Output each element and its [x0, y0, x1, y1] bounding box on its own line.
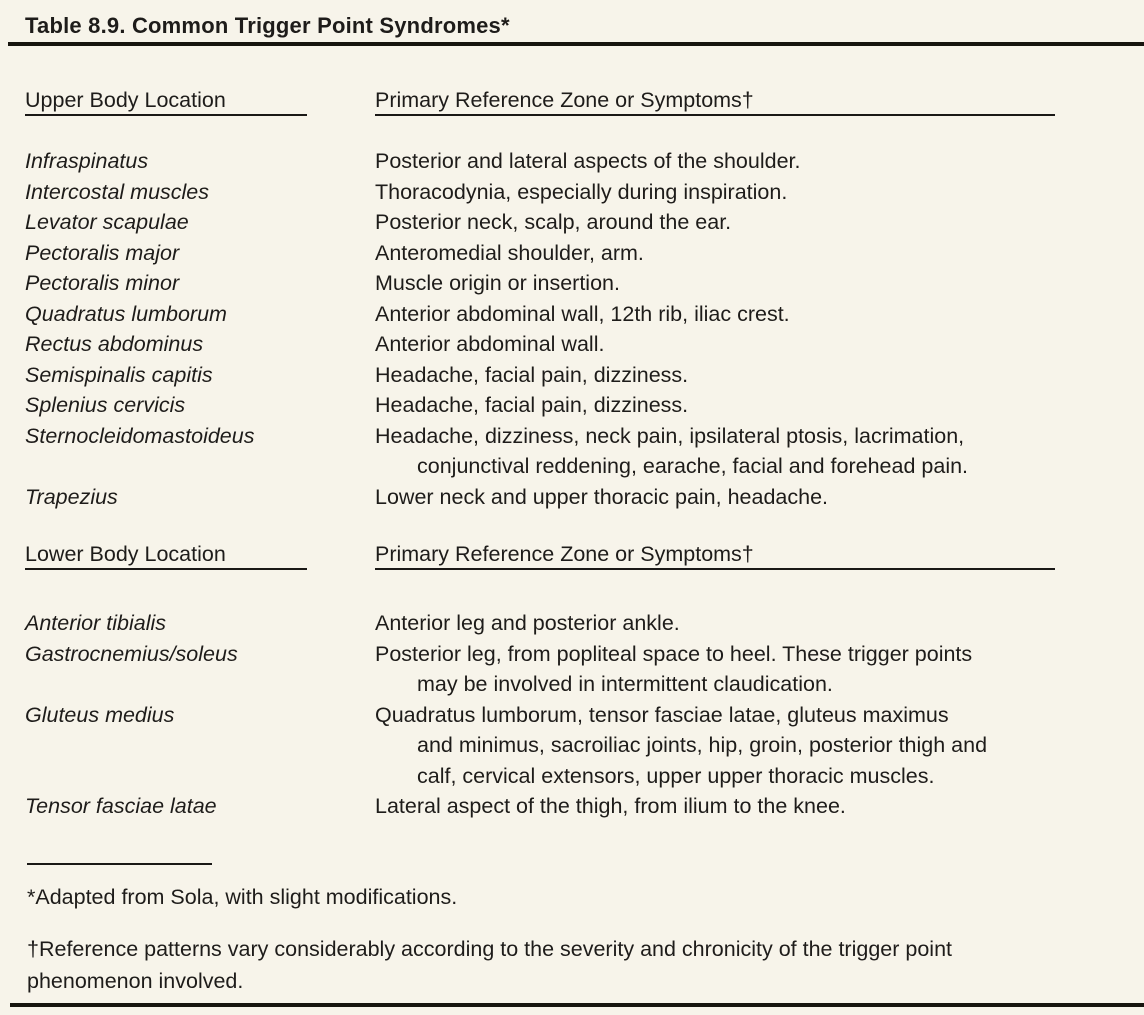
column-header-symptoms: Primary Reference Zone or Symptoms† — [375, 88, 1132, 117]
table-header-row: Lower Body Location Primary Reference Zo… — [25, 542, 1132, 571]
symptoms-cell: Anterior abdominal wall, 12th rib, iliac… — [375, 301, 790, 326]
symptoms-cell: Anterior leg and posterior ankle. — [375, 611, 680, 636]
table-row: Sternocleidomastoideus Headache, dizzine… — [25, 421, 1132, 482]
symptoms-cell: Anteromedial shoulder, arm. — [375, 240, 644, 265]
symptoms-cell: Headache, facial pain, dizziness. — [375, 362, 689, 387]
muscle-name-cell: Pectoralis major — [25, 240, 180, 265]
symptoms-cell: Lateral aspect of the thigh, from ilium … — [375, 794, 846, 819]
muscle-name-cell: Gluteus medius — [25, 702, 175, 727]
muscle-name-cell: Trapezius — [25, 484, 118, 509]
column-header-symptoms-label: Primary Reference Zone or Symptoms† — [375, 542, 1055, 571]
table-section-upper: Upper Body Location Primary Reference Zo… — [0, 88, 1144, 512]
title-top-rule — [8, 42, 1144, 47]
table-header-row: Upper Body Location Primary Reference Zo… — [25, 88, 1132, 117]
table-row: Intercostal muscles Thoracodynia, especi… — [25, 177, 1132, 208]
table-row: Quadratus lumborum Anterior abdominal wa… — [25, 299, 1132, 330]
symptoms-cell: Anterior abdominal wall. — [375, 332, 605, 357]
muscle-name-cell: Semispinalis capitis — [25, 362, 213, 387]
symptoms-cell: Posterior neck, scalp, around the ear. — [375, 210, 732, 235]
table-section-lower: Lower Body Location Primary Reference Zo… — [0, 542, 1144, 822]
symptoms-cell: Posterior leg, from popliteal space to h… — [375, 641, 973, 697]
symptoms-cell: Posterior and lateral aspects of the sho… — [375, 149, 801, 174]
table-rows: Infraspinatus Posterior and lateral aspe… — [25, 146, 1132, 512]
muscle-name-cell: Sternocleidomastoideus — [25, 423, 255, 448]
symptoms-cell: Thoracodynia, especially during inspirat… — [375, 179, 788, 204]
table-row: Gastrocnemius/soleus Posterior leg, from… — [25, 639, 1132, 700]
symptoms-cell: Headache, facial pain, dizziness. — [375, 393, 689, 418]
table-row: Pectoralis major Anteromedial shoulder, … — [25, 238, 1132, 269]
table-row: Semispinalis capitis Headache, facial pa… — [25, 360, 1132, 391]
column-header-symptoms: Primary Reference Zone or Symptoms† — [375, 542, 1132, 571]
muscle-name-cell: Gastrocnemius/soleus — [25, 641, 238, 666]
symptoms-cell: Quadratus lumborum, tensor fasciae latae… — [375, 702, 988, 788]
footnote-source: *Adapted from Sola, with slight modifica… — [27, 884, 458, 909]
table-row: Gluteus medius Quadratus lumborum, tenso… — [25, 700, 1132, 792]
muscle-name-cell: Levator scapulae — [25, 210, 189, 235]
muscle-name-cell: Pectoralis minor — [25, 271, 180, 296]
muscle-name-cell: Splenius cervicis — [25, 393, 186, 418]
table-row: Trapezius Lower neck and upper thoracic … — [25, 482, 1132, 513]
symptoms-cell: Lower neck and upper thoracic pain, head… — [375, 484, 829, 509]
table-row: Pectoralis minor Muscle origin or insert… — [25, 268, 1132, 299]
muscle-name-cell: Intercostal muscles — [25, 179, 210, 204]
table-row: Splenius cervicis Headache, facial pain,… — [25, 390, 1132, 421]
symptoms-cell: Muscle origin or insertion. — [375, 271, 620, 296]
table-row: Levator scapulae Posterior neck, scalp, … — [25, 207, 1132, 238]
table-bottom-rule — [10, 1002, 1144, 1007]
table-title: Table 8.9. Common Trigger Point Syndrome… — [25, 13, 510, 38]
muscle-name-cell: Rectus abdominus — [25, 332, 204, 357]
footnote-divider — [27, 862, 212, 865]
column-header-location-label: Lower Body Location — [25, 542, 307, 571]
column-header-symptoms-label: Primary Reference Zone or Symptoms† — [375, 88, 1055, 117]
muscle-name-cell: Anterior tibialis — [25, 611, 166, 636]
table-row: Tensor fasciae latae Lateral aspect of t… — [25, 791, 1132, 822]
footnote-reference-note: †Reference patterns vary considerably ac… — [27, 936, 952, 993]
column-header-location: Lower Body Location — [25, 542, 375, 571]
muscle-name-cell: Infraspinatus — [25, 149, 149, 174]
symptoms-cell: Headache, dizziness, neck pain, ipsilate… — [375, 423, 969, 479]
table-row: Infraspinatus Posterior and lateral aspe… — [25, 146, 1132, 177]
muscle-name-cell: Tensor fasciae latae — [25, 794, 217, 819]
muscle-name-cell: Quadratus lumborum — [25, 301, 227, 326]
table-rows: Anterior tibialis Anterior leg and poste… — [25, 608, 1132, 822]
table-row: Rectus abdominus Anterior abdominal wall… — [25, 329, 1132, 360]
column-header-location: Upper Body Location — [25, 88, 375, 117]
table-row: Anterior tibialis Anterior leg and poste… — [25, 608, 1132, 639]
column-header-location-label: Upper Body Location — [25, 88, 307, 117]
